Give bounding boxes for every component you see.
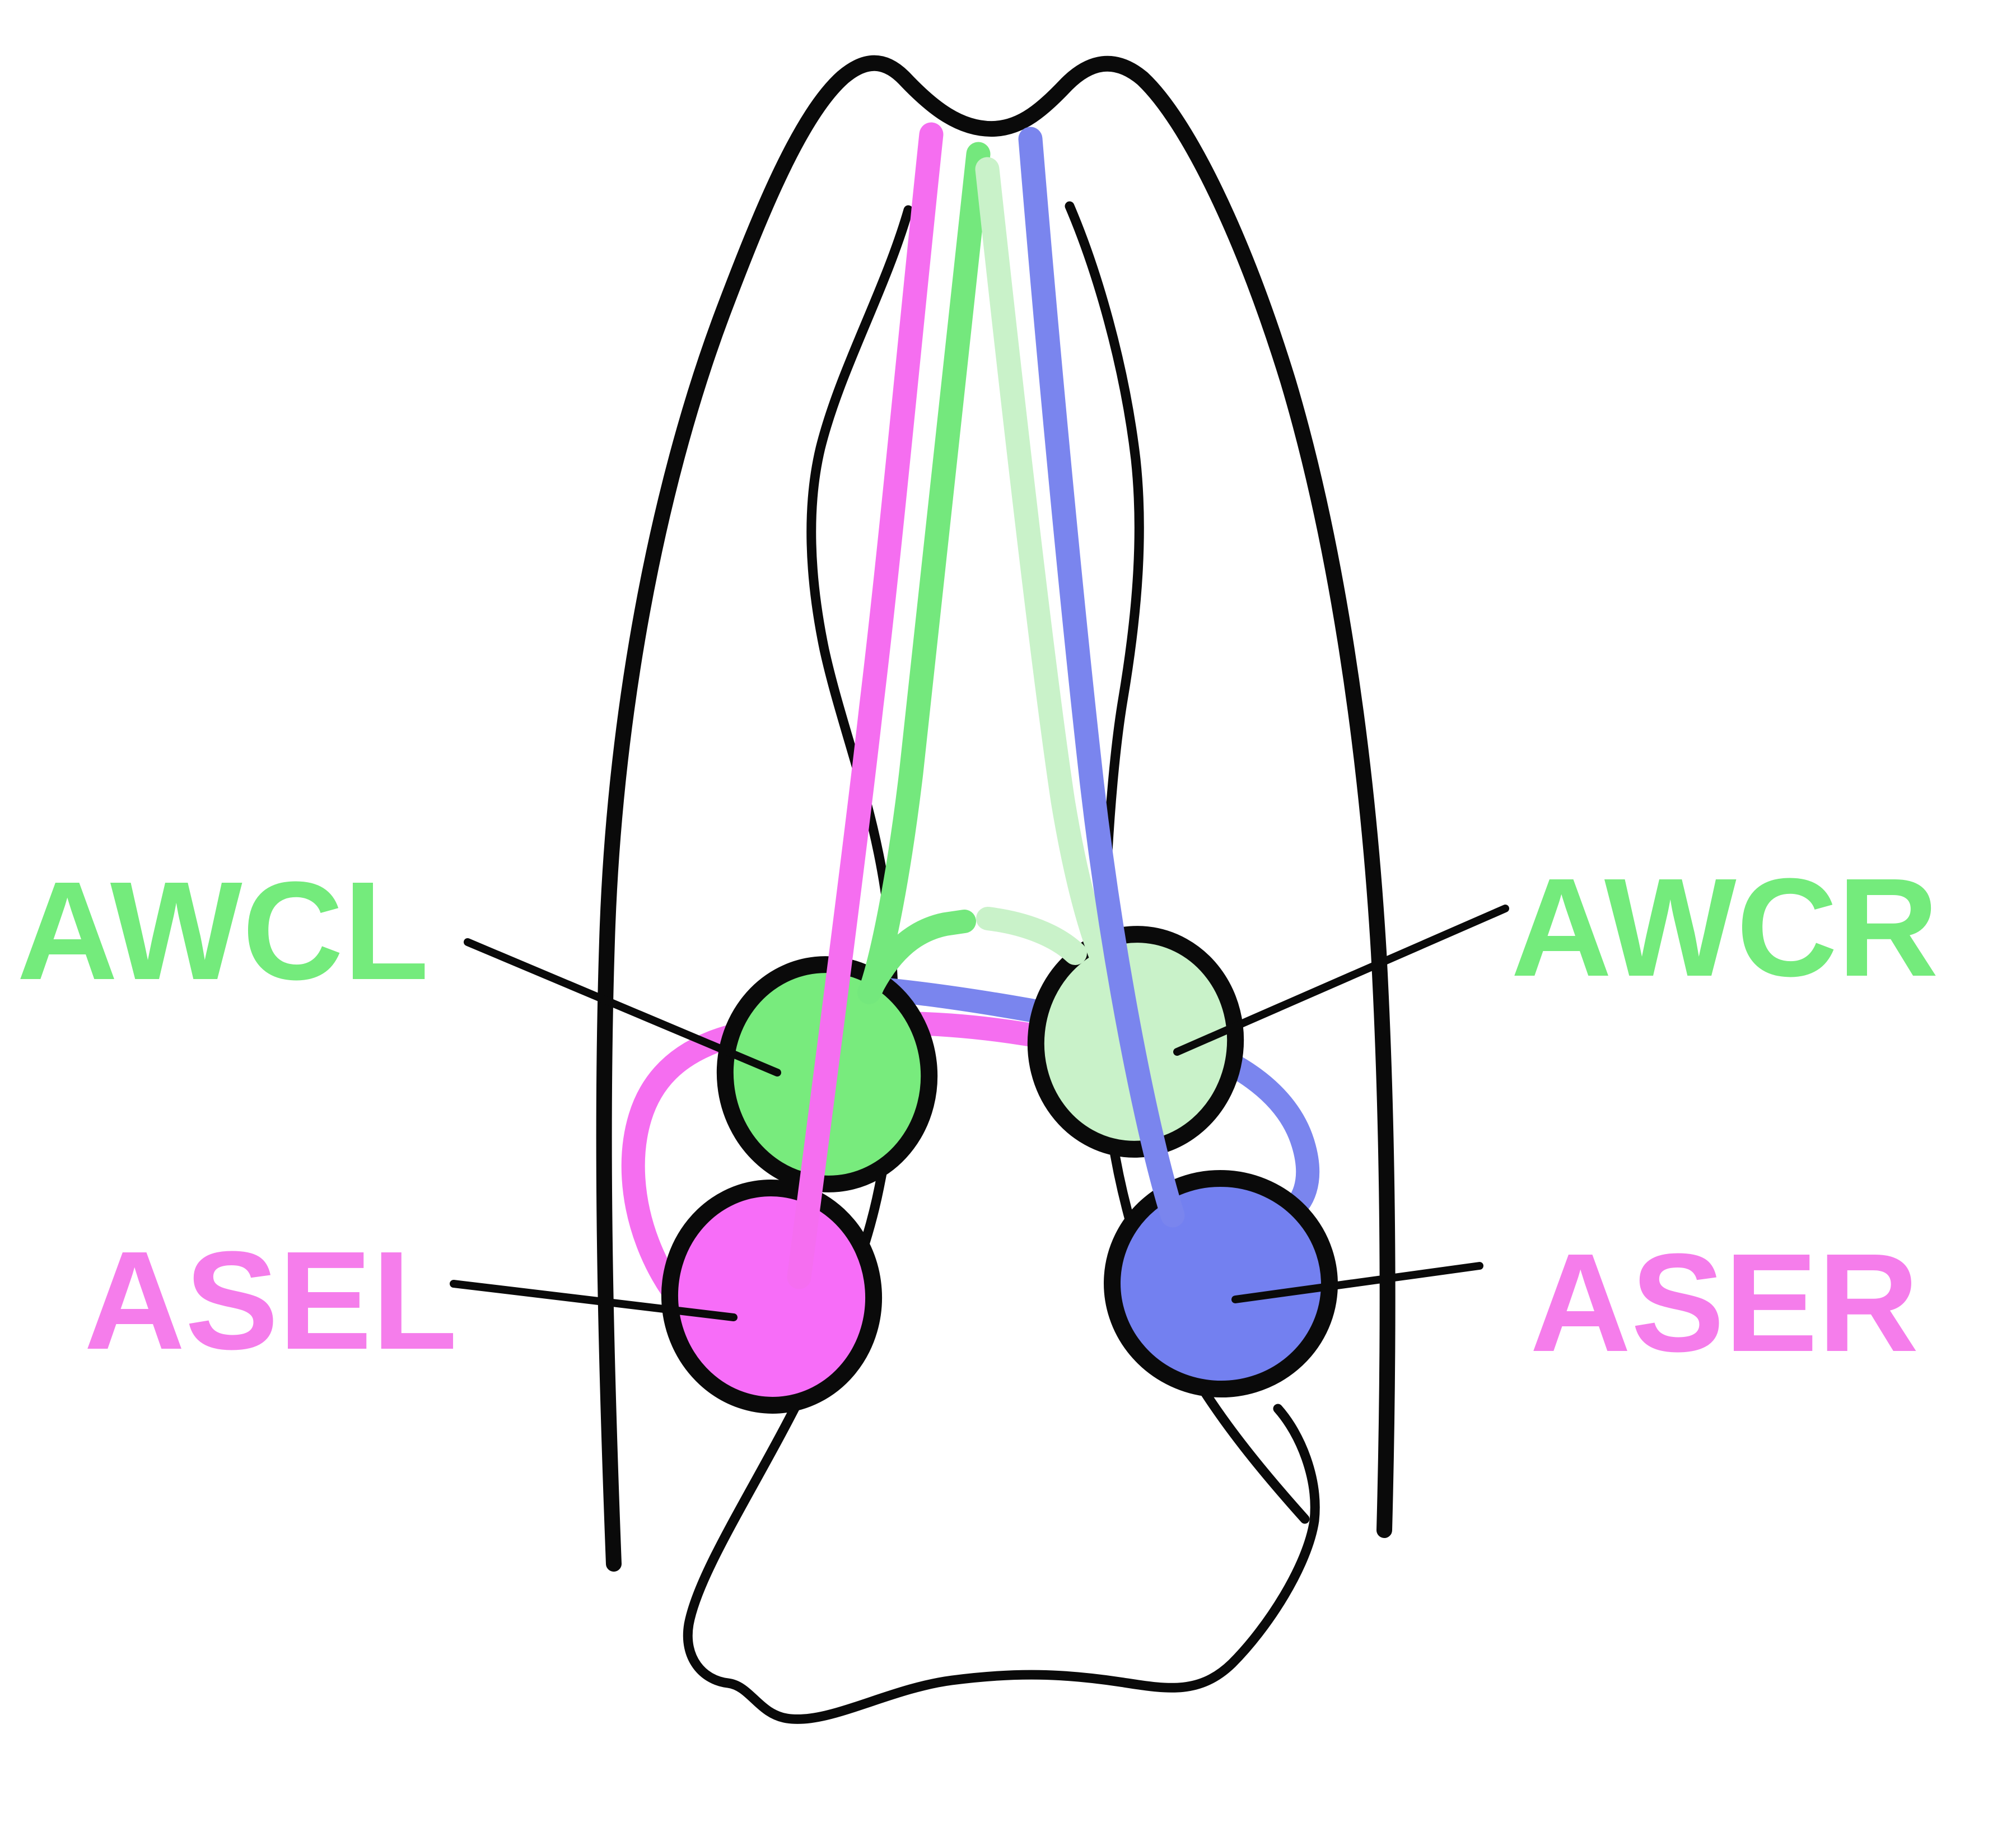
awcl-label: AWCL [17, 852, 429, 1009]
aser-dendrite [1018, 127, 1185, 1228]
asel-label: ASEL [84, 1222, 458, 1378]
worm-body-outline [596, 55, 1396, 1572]
neuron-labels: AWCL AWCR ASEL ASER [17, 849, 1939, 1381]
aser-label: ASER [1530, 1224, 1919, 1381]
dendrites [787, 122, 1185, 1289]
asel-cell-body [661, 1180, 883, 1414]
awcr-label: AWCR [1511, 849, 1939, 1005]
awcr-axon-arc [976, 907, 1087, 965]
awcl-dendrite [860, 142, 991, 999]
callout-lines [450, 905, 1509, 1321]
aser-cell-body [1104, 1169, 1338, 1398]
awcl-callout-line [464, 938, 781, 1077]
asel-dendrite [787, 122, 944, 1289]
awcr-dendrite [975, 157, 1113, 968]
asel-callout-line [450, 1280, 738, 1321]
pharynx-and-bulb-outline-left [683, 205, 1320, 1724]
asel-axon-arc [621, 1011, 1066, 1360]
awcr-callout-line [1173, 905, 1509, 1056]
aser-callout-line [1231, 1262, 1483, 1303]
